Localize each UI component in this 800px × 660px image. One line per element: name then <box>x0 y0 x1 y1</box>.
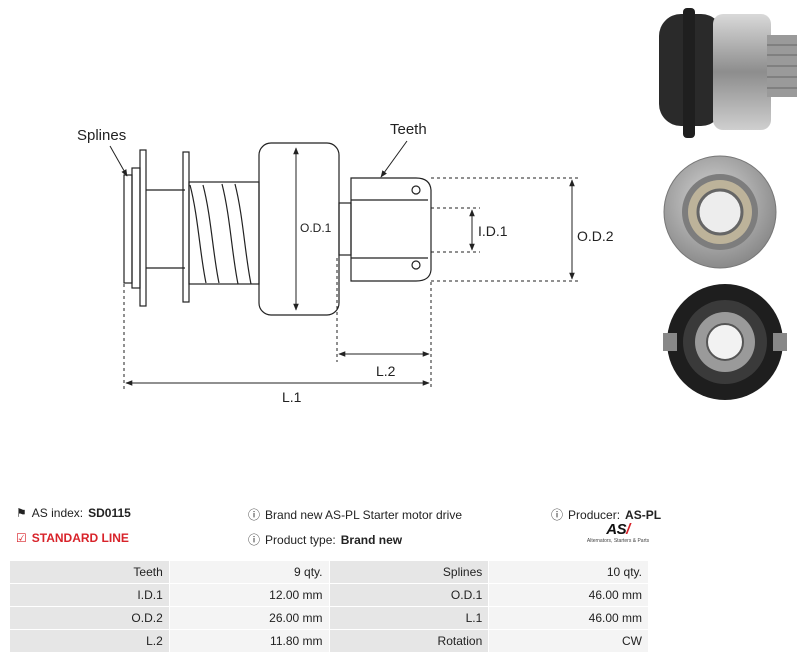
spec-label: O.D.1 <box>328 583 490 607</box>
standard-line: ☑ STANDARD LINE <box>16 531 129 545</box>
rear-view-photo <box>663 284 787 400</box>
l2-label: L.2 <box>376 363 396 379</box>
spec-label: Teeth <box>9 560 170 584</box>
spec-label: L.1 <box>328 606 490 630</box>
product-type-value: Brand new <box>340 532 403 547</box>
left-ring <box>123 174 133 284</box>
side-view-photo <box>659 8 797 138</box>
as-pl-logo: AS/ Alternators, Starters & Parts <box>586 521 650 545</box>
info-icon: ⓘ <box>248 533 261 547</box>
as-index-value: SD0115 <box>88 506 131 520</box>
teeth-label: Teeth <box>390 121 427 138</box>
spec-value: CW <box>488 629 649 653</box>
od1-label: O.D.1 <box>300 221 332 235</box>
spec-value: 12.00 mm <box>168 583 330 607</box>
id1-label: I.D.1 <box>478 223 508 239</box>
spec-label: L.2 <box>9 629 170 653</box>
spec-value: 26.00 mm <box>168 606 330 630</box>
checkbox-icon: ☑ <box>16 531 27 545</box>
tag-icon: ⚑ <box>16 506 27 520</box>
spec-label: I.D.1 <box>9 583 170 607</box>
l1-label: L.1 <box>282 389 302 405</box>
spec-label: Rotation <box>328 629 490 653</box>
product-photos <box>659 8 797 400</box>
info-icon: ⓘ <box>551 508 564 522</box>
spec-value: 9 qty. <box>168 560 330 584</box>
spec-value: 46.00 mm <box>488 583 649 607</box>
producer-value: AS-PL <box>625 507 662 522</box>
technical-drawing: O.D.1 I.D.1 O.D.2 L.2 L.1 Splines Teeth <box>77 121 614 405</box>
spec-label: O.D.2 <box>9 606 170 630</box>
spec-value: 11.80 mm <box>168 629 330 653</box>
spec-value: 46.00 mm <box>488 606 649 630</box>
splines-label: Splines <box>77 127 126 144</box>
producer: ⓘ Producer: AS-PL <box>551 507 662 523</box>
description: ⓘ Brand new AS-PL Starter motor drive <box>248 507 462 523</box>
info-icon: ⓘ <box>248 508 261 522</box>
front-view-photo <box>663 155 777 269</box>
as-index: ⚑ AS index: SD0115 <box>16 506 131 520</box>
spec-label: Splines <box>328 560 490 584</box>
left-flange <box>139 149 147 307</box>
spec-value: 10 qty. <box>488 560 649 584</box>
product-type: ⓘ Product type: Brand new <box>248 532 403 548</box>
od2-label: O.D.2 <box>577 228 614 244</box>
pinion <box>350 177 432 282</box>
spring-seat <box>182 151 190 303</box>
